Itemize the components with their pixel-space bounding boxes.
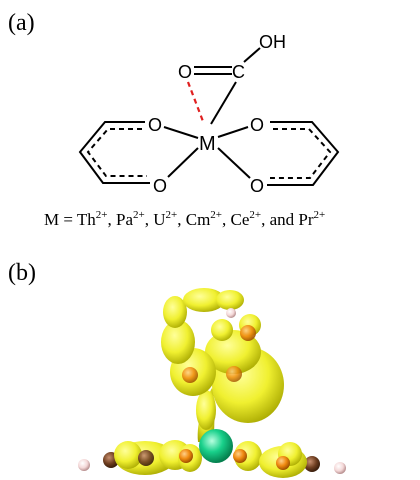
atom-carbon-label: C — [232, 62, 245, 82]
right-chelate-ring — [267, 121, 340, 186]
panel-a-label: (a) — [8, 10, 35, 36]
atom-metal-label: M — [199, 133, 216, 155]
carbon-atom — [138, 450, 154, 466]
bond-m-o-ll — [167, 147, 199, 178]
oxygen-atom — [179, 449, 193, 463]
atom-carbonyl-o-label: O — [178, 62, 192, 82]
dashed-o-m-interaction — [186, 81, 206, 125]
atom-o-upper-left-label: O — [148, 115, 162, 135]
bond-c-oh — [243, 47, 261, 63]
oxygen-atom — [226, 366, 242, 382]
hydrogen-atom — [226, 308, 236, 318]
left-chelate-ring — [78, 121, 150, 184]
hydrogen-atom — [78, 459, 90, 471]
bond-m-o-ur — [217, 126, 249, 138]
panel-b-label: (b) — [8, 260, 36, 286]
isosurface-rendering — [78, 288, 346, 478]
hydrogen-atom — [334, 462, 346, 474]
atom-o-upper-right-label: O — [250, 115, 264, 135]
metal-atom — [199, 429, 233, 463]
oxygen-atom — [240, 325, 256, 341]
density-isosurface — [114, 288, 307, 478]
molecular-structure: OH O C M O O O O — [78, 32, 340, 196]
metal-list-caption: M = Th2+, Pa2+, U2+, Cm2+, Ce2+, and Pr2… — [44, 209, 325, 229]
atom-oh-label: OH — [259, 32, 286, 52]
carbon-atom — [304, 456, 320, 472]
bond-m-o-ul — [163, 126, 199, 139]
bond-m-o-lr — [217, 147, 251, 179]
bond-c-m — [210, 81, 237, 125]
oxygen-atom — [276, 456, 290, 470]
atom-o-lower-right-label: O — [250, 176, 264, 196]
atom-o-lower-left-label: O — [153, 176, 167, 196]
oxygen-atom — [233, 449, 247, 463]
oxygen-atom — [182, 367, 198, 383]
